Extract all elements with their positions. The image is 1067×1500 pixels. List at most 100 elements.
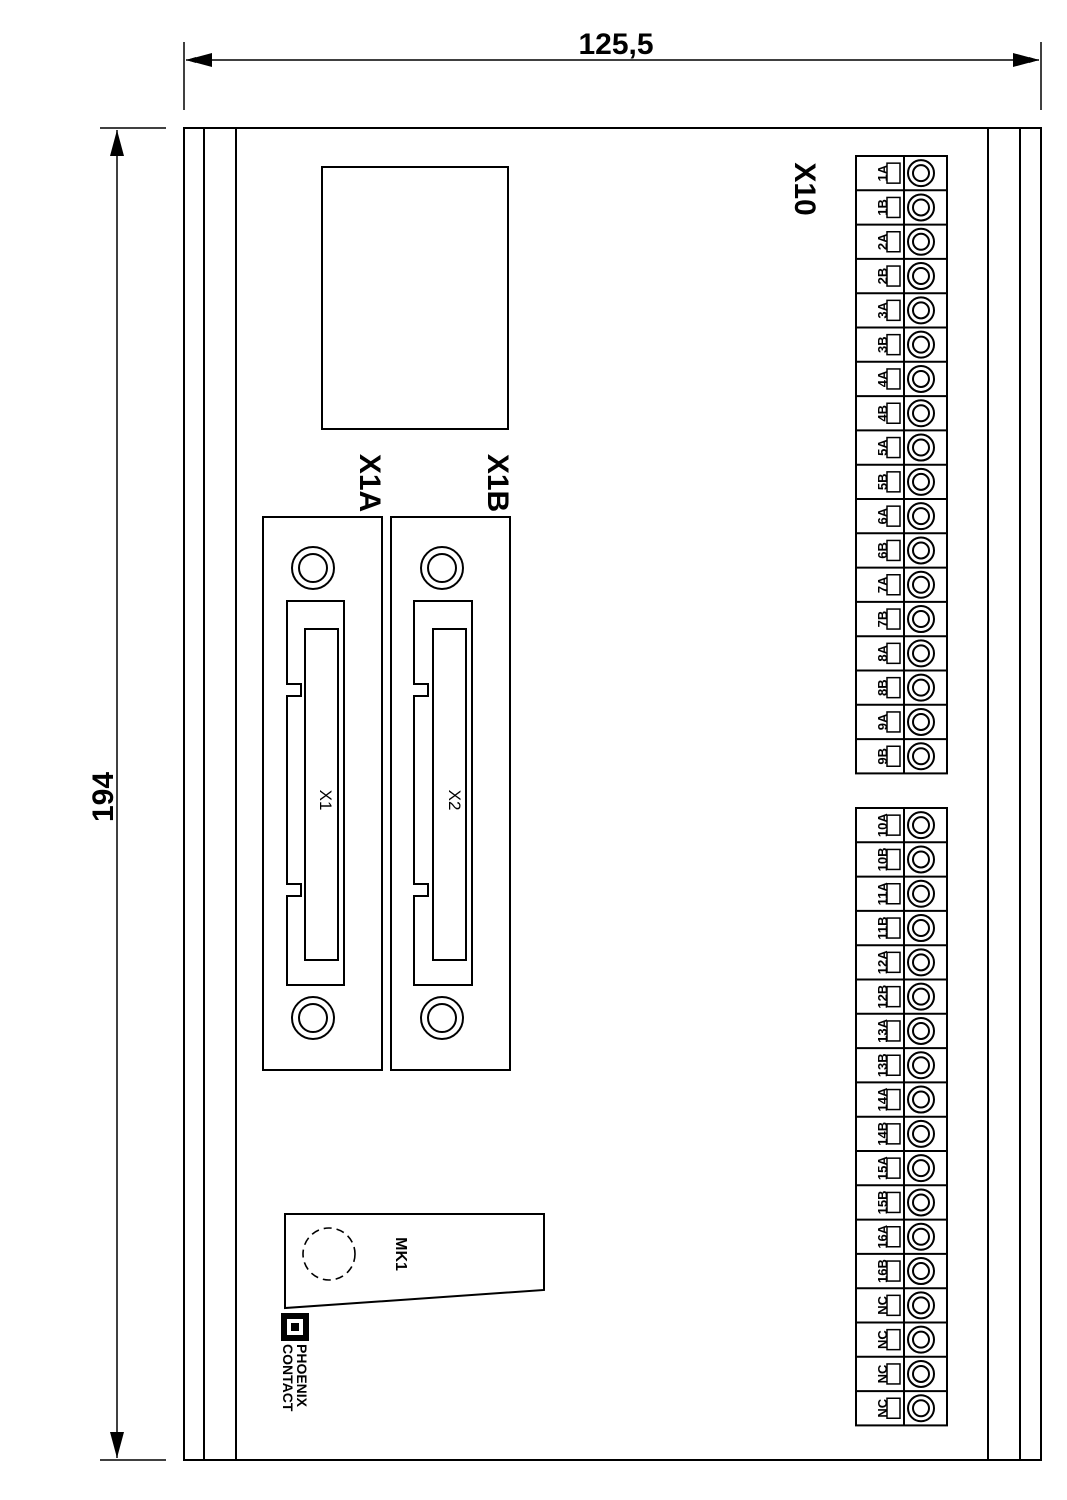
terminal-release-slot bbox=[886, 1088, 901, 1111]
terminal-wire-entry-inner bbox=[912, 644, 930, 663]
module-housing bbox=[183, 127, 1042, 1461]
terminal-release-slot bbox=[886, 265, 901, 287]
terminal-wire-entry bbox=[907, 605, 935, 634]
terminal-wire-entry bbox=[907, 1154, 935, 1183]
terminal-1b: 1B bbox=[875, 193, 935, 222]
terminal-wire-entry bbox=[907, 1291, 935, 1320]
terminal-release-slot bbox=[886, 985, 901, 1008]
display-window bbox=[321, 166, 509, 430]
terminal-release-slot bbox=[886, 1123, 901, 1145]
terminal-release-slot bbox=[886, 1226, 901, 1248]
terminal-14b: 14B bbox=[875, 1119, 935, 1148]
terminal-release-slot bbox=[886, 539, 901, 562]
terminal-release-slot bbox=[886, 1363, 901, 1385]
terminal-wire-entry bbox=[907, 914, 935, 943]
terminal-15b: 15B bbox=[875, 1188, 935, 1217]
terminal-release-slot bbox=[886, 848, 901, 871]
memory-key-mk1: MK1 bbox=[284, 1213, 545, 1310]
terminal-3a: 3A bbox=[875, 296, 935, 325]
terminal-wire-entry-inner bbox=[912, 1056, 930, 1075]
terminal-16b: 16B bbox=[875, 1257, 935, 1286]
terminal-wire-entry-inner bbox=[912, 1399, 930, 1418]
terminal-wire-entry-inner bbox=[912, 987, 930, 1006]
terminal-wire-entry bbox=[907, 159, 935, 188]
terminal-9b: 9B bbox=[875, 742, 935, 771]
mk1-label: MK1 bbox=[392, 1237, 409, 1271]
terminal-release-slot bbox=[886, 676, 901, 699]
terminal-13b: 13B bbox=[875, 1051, 935, 1080]
terminal-wire-entry bbox=[907, 742, 935, 771]
terminal-wire-entry-inner bbox=[912, 1262, 930, 1281]
terminal-release-slot bbox=[886, 1157, 901, 1179]
terminal-16a: 16A bbox=[875, 1222, 935, 1251]
terminal-wire-entry bbox=[907, 639, 935, 668]
terminal-nc: NC bbox=[875, 1291, 935, 1320]
terminal-wire-entry-inner bbox=[912, 1193, 930, 1212]
terminal-nc: NC bbox=[875, 1359, 935, 1388]
height-dimension: 194 bbox=[87, 127, 166, 1461]
terminal-wire-entry bbox=[907, 1051, 935, 1080]
terminal-wire-entry bbox=[907, 364, 935, 393]
terminal-6b: 6B bbox=[875, 536, 935, 565]
terminal-release-slot bbox=[886, 745, 901, 767]
terminal-wire-entry bbox=[907, 296, 935, 325]
terminal-wire-entry-inner bbox=[912, 884, 930, 903]
terminal-wire-entry-inner bbox=[912, 1159, 930, 1178]
terminal-wire-entry bbox=[907, 193, 935, 222]
terminal-wire-entry bbox=[907, 982, 935, 1011]
terminal-release-slot bbox=[886, 471, 901, 493]
terminal-wire-entry-inner bbox=[912, 198, 930, 217]
terminal-wire-entry-inner bbox=[912, 919, 930, 938]
terminal-11a: 11A bbox=[875, 879, 935, 908]
terminal-9a: 9A bbox=[875, 707, 935, 736]
terminal-release-slot bbox=[886, 505, 901, 527]
x10-label: X10 bbox=[788, 162, 821, 215]
x2-label: X2 bbox=[445, 790, 464, 811]
connector-x1a: X1A X1 bbox=[262, 454, 386, 1071]
terminal-release-slot bbox=[886, 162, 901, 184]
terminal-release-slot bbox=[886, 1191, 901, 1214]
terminal-release-slot bbox=[886, 814, 901, 836]
terminal-wire-entry-inner bbox=[912, 1021, 930, 1040]
terminal-wire-entry bbox=[907, 1257, 935, 1286]
terminal-wire-entry bbox=[907, 536, 935, 565]
terminal-15a: 15A bbox=[875, 1154, 935, 1183]
terminal-block-lower: 10A10B11A11B12A12B13A13B14A14B15A15B16A1… bbox=[855, 807, 948, 1427]
width-dimension: 125,5 bbox=[183, 28, 1042, 110]
terminal-wire-entry-inner bbox=[912, 438, 930, 457]
x1-label: X1 bbox=[316, 790, 335, 811]
terminal-release-slot bbox=[886, 711, 901, 733]
terminal-wire-entry bbox=[907, 879, 935, 908]
brand-logo: PHOENIX CONTACT bbox=[280, 1313, 310, 1412]
terminal-wire-entry bbox=[907, 1394, 935, 1423]
terminal-wire-entry-inner bbox=[912, 678, 930, 697]
height-label: 194 bbox=[87, 772, 120, 822]
terminal-3b: 3B bbox=[875, 330, 935, 359]
terminal-5b: 5B bbox=[875, 467, 935, 496]
terminal-2a: 2A bbox=[875, 227, 935, 256]
terminal-wire-entry-inner bbox=[912, 712, 930, 731]
terminal-wire-entry-inner bbox=[912, 267, 930, 286]
terminal-wire-entry-inner bbox=[912, 1090, 930, 1109]
terminal-11b: 11B bbox=[875, 914, 935, 943]
terminal-release-slot bbox=[886, 231, 901, 253]
terminal-nc: NC bbox=[875, 1325, 935, 1354]
terminal-wire-entry-inner bbox=[912, 747, 930, 766]
terminal-wire-entry-inner bbox=[912, 335, 930, 354]
terminal-wire-entry-inner bbox=[912, 369, 930, 388]
terminal-release-slot bbox=[886, 1020, 901, 1042]
x1a-label: X1A bbox=[353, 454, 386, 512]
terminal-wire-entry-inner bbox=[912, 404, 930, 423]
terminal-wire-entry bbox=[907, 467, 935, 496]
terminal-wire-entry-inner bbox=[912, 1296, 930, 1315]
terminal-5a: 5A bbox=[875, 433, 935, 462]
terminal-1a: 1A bbox=[875, 159, 935, 188]
terminal-wire-entry bbox=[907, 1325, 935, 1354]
terminal-release-slot bbox=[886, 299, 901, 322]
terminal-wire-entry-inner bbox=[912, 1124, 930, 1143]
terminal-release-slot bbox=[886, 402, 901, 424]
terminal-wire-entry bbox=[907, 433, 935, 462]
terminal-wire-entry bbox=[907, 1359, 935, 1388]
terminal-wire-entry bbox=[907, 1016, 935, 1045]
